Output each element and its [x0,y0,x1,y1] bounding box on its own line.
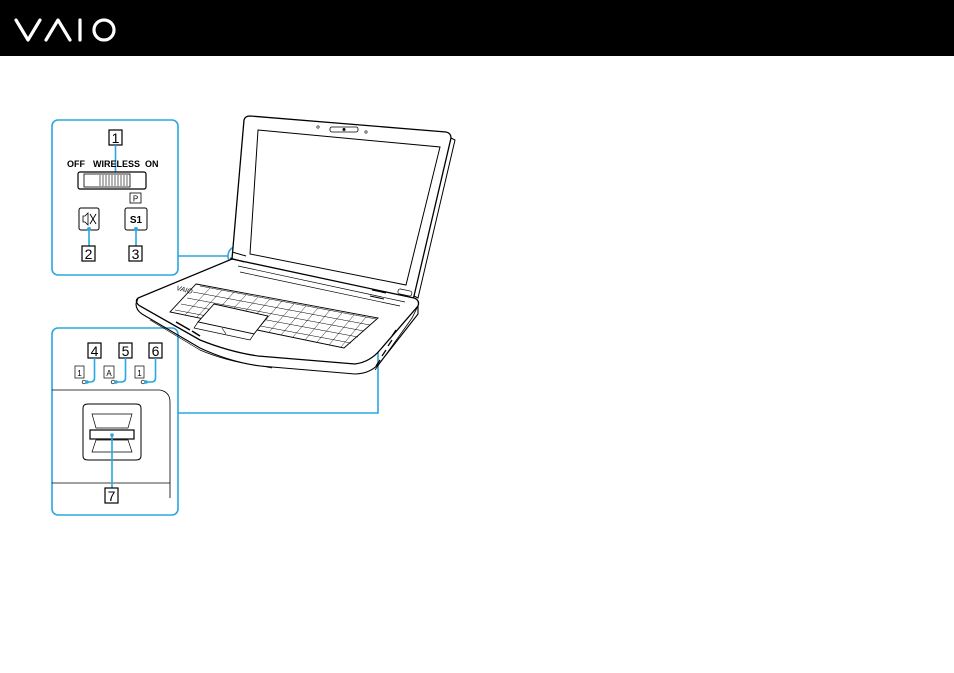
svg-text:1: 1 [77,369,82,378]
callout-4: 4 [88,343,101,359]
svg-text:4: 4 [91,343,99,359]
svg-text:1: 1 [112,130,120,146]
wireless-on-label: ON [145,159,159,169]
callout-6: 6 [149,343,162,359]
laptop-illustration: VAIO [136,116,455,374]
svg-text:3: 3 [132,246,140,262]
p-label-box: P [130,193,141,204]
svg-text:P: P [133,195,138,204]
callout-1: 1 [109,130,122,146]
svg-text:A: A [106,369,112,378]
mute-button[interactable] [79,208,99,230]
callout-2: 2 [82,246,95,262]
wireless-switch[interactable] [78,172,146,189]
svg-text:5: 5 [122,343,130,359]
wireless-off-label: OFF [67,159,85,169]
callout-7: 7 [105,488,118,504]
svg-text:7: 7 [108,488,116,504]
caps-lock-indicator: A [104,366,115,384]
wireless-label: WIRELESS [93,159,140,169]
s1-button[interactable]: S1 [125,208,147,230]
callout-3: 3 [129,246,142,262]
svg-text:6: 6 [152,343,160,359]
num-lock-indicator: 1 [75,366,86,384]
svg-text:S1: S1 [130,215,143,226]
svg-text:2: 2 [85,246,93,262]
callout-5: 5 [119,343,132,359]
scroll-lock-indicator: 1 [135,366,145,384]
svg-text:1: 1 [137,369,142,378]
